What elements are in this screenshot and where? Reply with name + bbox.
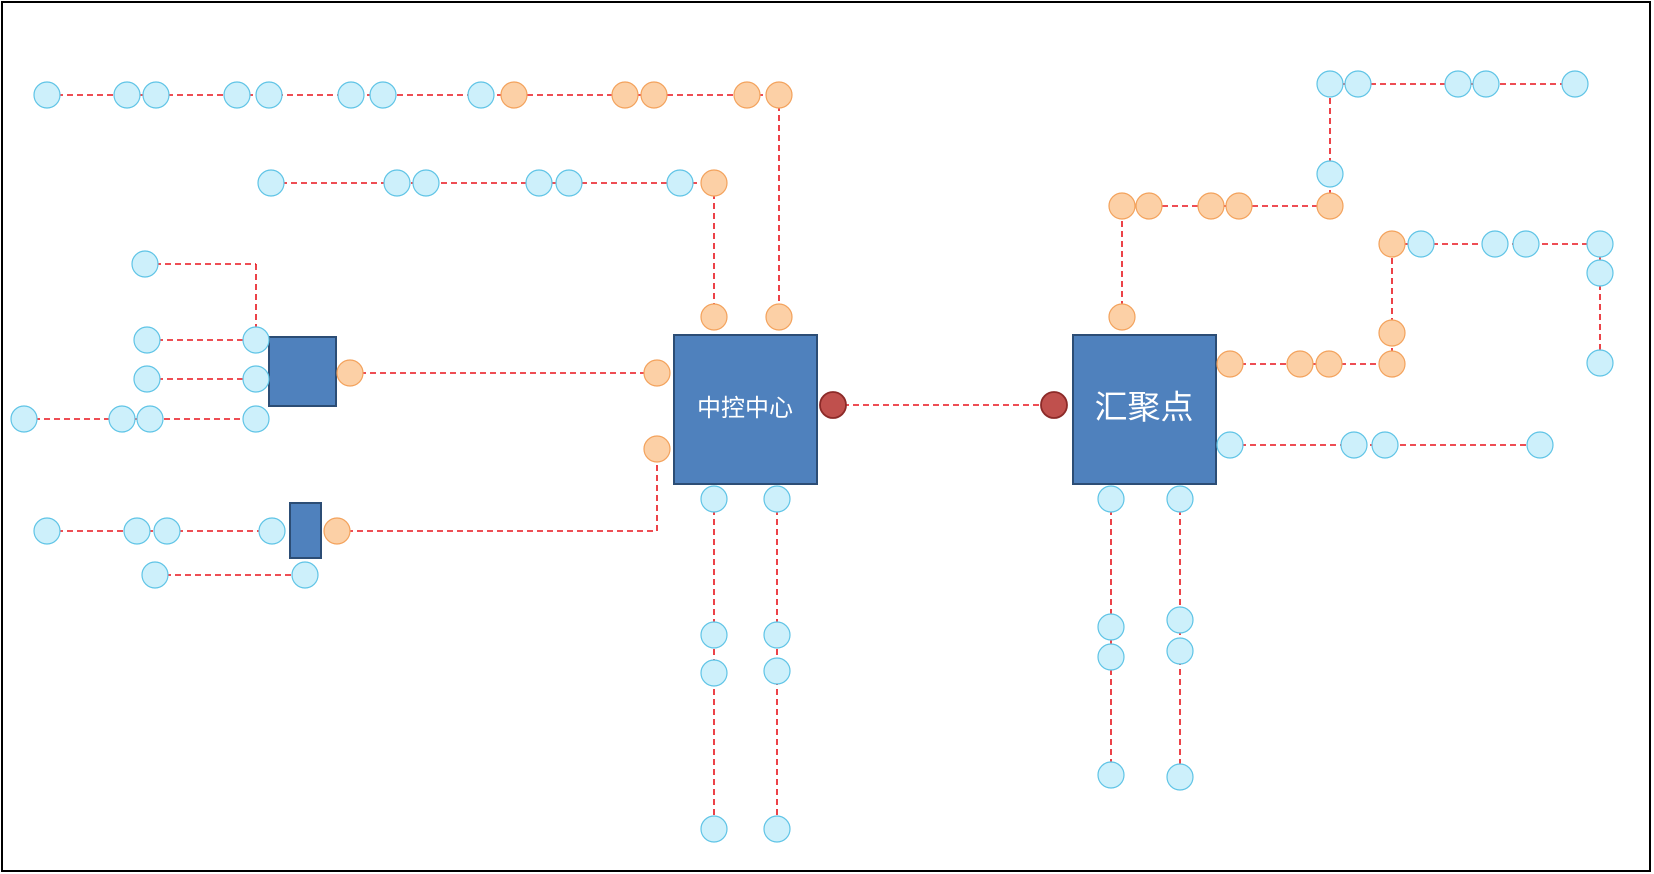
blue-node	[223, 81, 251, 109]
blue-node	[258, 517, 286, 545]
blue-node	[141, 561, 169, 589]
sub-switch-box-small	[289, 502, 322, 559]
orange-node	[733, 81, 761, 109]
blue-node	[412, 169, 440, 197]
blue-node	[337, 81, 365, 109]
orange-node	[1108, 192, 1136, 220]
blue-node	[763, 815, 791, 843]
red-node	[1040, 391, 1068, 419]
blue-node	[700, 485, 728, 513]
orange-node	[1378, 230, 1406, 258]
blue-node	[1561, 70, 1589, 98]
blue-node	[763, 621, 791, 649]
blue-node	[1586, 230, 1614, 258]
blue-node	[1097, 761, 1125, 789]
nodes-layer	[10, 70, 1614, 843]
blue-node	[1526, 431, 1554, 459]
blue-node	[666, 169, 694, 197]
control-center-box	[673, 334, 818, 485]
blue-node	[1316, 160, 1344, 188]
orange-node	[1216, 350, 1244, 378]
blue-node	[1166, 606, 1194, 634]
blue-node	[242, 405, 270, 433]
blue-node	[1472, 70, 1500, 98]
blue-node	[1344, 70, 1372, 98]
orange-node	[700, 303, 728, 331]
blue-node	[700, 659, 728, 687]
blue-node	[1097, 485, 1125, 513]
orange-node	[323, 517, 351, 545]
orange-node	[640, 81, 668, 109]
orange-node	[765, 81, 793, 109]
orange-node	[765, 303, 793, 331]
orange-node	[1225, 192, 1253, 220]
blue-node	[1166, 485, 1194, 513]
blue-node	[763, 485, 791, 513]
blue-node	[242, 326, 270, 354]
blue-node	[369, 81, 397, 109]
orange-node	[611, 81, 639, 109]
blue-node	[1166, 637, 1194, 665]
blue-node	[700, 815, 728, 843]
orange-node	[500, 81, 528, 109]
blue-node	[33, 81, 61, 109]
blue-node	[1481, 230, 1509, 258]
orange-node	[643, 435, 671, 463]
blue-node	[153, 517, 181, 545]
orange-node	[1286, 350, 1314, 378]
blue-node	[525, 169, 553, 197]
blue-node	[257, 169, 285, 197]
blue-node	[123, 517, 151, 545]
blue-node	[1586, 349, 1614, 377]
control-center-label: 中控中心	[697, 394, 793, 422]
orange-node	[1315, 350, 1343, 378]
blue-node	[131, 250, 159, 278]
blue-node	[1407, 230, 1435, 258]
blue-node	[1097, 643, 1125, 671]
blue-node	[1371, 431, 1399, 459]
blue-node	[1316, 70, 1344, 98]
orange-node	[700, 169, 728, 197]
blue-node	[763, 657, 791, 685]
blue-node	[10, 405, 38, 433]
blue-node	[467, 81, 495, 109]
sub-switch-box	[268, 336, 337, 407]
orange-node	[336, 359, 364, 387]
orange-node	[1316, 192, 1344, 220]
blue-node	[1512, 230, 1540, 258]
blue-node	[133, 326, 161, 354]
blue-node	[383, 169, 411, 197]
aggregation-point-label: 汇聚点	[1095, 388, 1194, 427]
blue-node	[1097, 613, 1125, 641]
boxes-layer: 中控中心 汇聚点	[268, 334, 1217, 559]
orange-node	[1378, 350, 1406, 378]
aggregation-point-box	[1072, 334, 1217, 485]
red-node	[819, 391, 847, 419]
blue-node	[1216, 431, 1244, 459]
blue-node	[33, 517, 61, 545]
blue-node	[242, 365, 270, 393]
orange-node	[1378, 319, 1406, 347]
blue-node	[142, 81, 170, 109]
blue-node	[1444, 70, 1472, 98]
blue-node	[113, 81, 141, 109]
blue-node	[1166, 763, 1194, 791]
blue-node	[255, 81, 283, 109]
orange-node	[643, 359, 671, 387]
blue-node	[108, 405, 136, 433]
blue-node	[1340, 431, 1368, 459]
orange-node	[1135, 192, 1163, 220]
orange-node	[1197, 192, 1225, 220]
blue-node	[700, 621, 728, 649]
blue-node	[1586, 259, 1614, 287]
orange-node	[1108, 303, 1136, 331]
blue-node	[555, 169, 583, 197]
blue-node	[291, 561, 319, 589]
blue-node	[136, 405, 164, 433]
blue-node	[133, 365, 161, 393]
